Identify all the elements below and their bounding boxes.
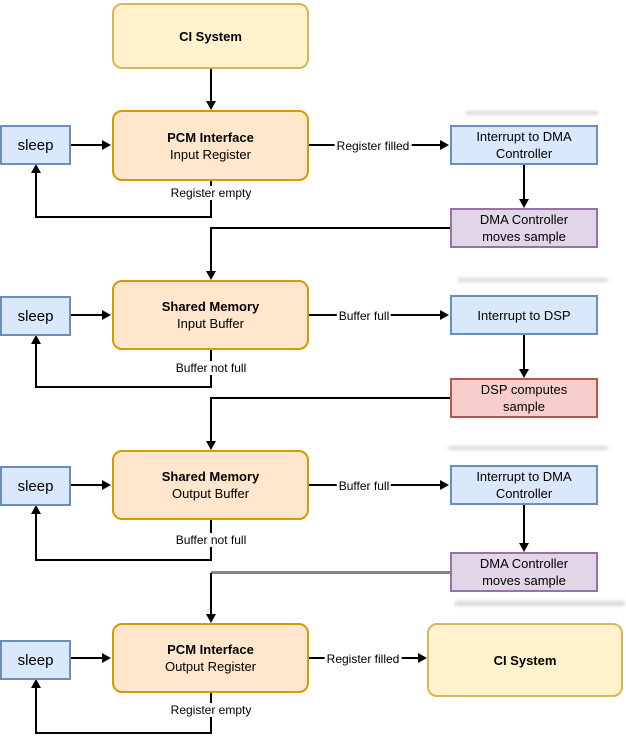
node-label: sleep	[17, 136, 54, 154]
node-line1: Interrupt to DMA	[476, 469, 572, 484]
node-line2: moves sample	[482, 229, 566, 244]
edge-register-empty-1-v2	[35, 173, 37, 217]
node-dma-controller-moves-sample-2: DMA Controller moves sample	[450, 552, 598, 592]
edge-register-empty-1-h	[35, 216, 212, 218]
arrowhead-up-icon	[31, 164, 41, 173]
edge-ci-to-pcm-input-line	[210, 69, 212, 102]
edge-dma-moves2-to-pcm-output-vline	[210, 573, 212, 614]
node-interrupt-to-dsp: Interrupt to DSP	[450, 295, 598, 335]
node-line2: moves sample	[482, 573, 566, 588]
edge-label-buffer-not-full-2: Buffer not full	[173, 533, 249, 547]
node-dma-controller-moves-sample-1: DMA Controller moves sample	[450, 208, 598, 248]
node-line2: Controller	[495, 486, 553, 501]
arrowhead-right-icon	[418, 653, 427, 663]
node-sleep-4: sleep	[0, 640, 71, 680]
node-dsp-computes-sample: DSP computes sample	[450, 378, 598, 418]
node-label: sleep	[17, 307, 54, 325]
node-label: CI System	[179, 28, 242, 44]
node-ci-system-top: CI System	[112, 3, 309, 69]
node-shared-memory-output-buffer: Shared Memory Output Buffer	[112, 450, 309, 520]
edge-label-register-empty-1: Register empty	[168, 186, 254, 200]
node-subtitle: Output Register	[164, 659, 257, 674]
edge-label-register-filled-1: Register filled	[334, 139, 412, 153]
arrowhead-right-icon	[440, 140, 449, 150]
node-title: Shared Memory	[161, 469, 260, 484]
node-subtitle: Output Buffer	[171, 486, 250, 501]
node-interrupt-to-dma-controller-1: Interrupt to DMA Controller	[450, 125, 598, 165]
node-label: sleep	[17, 651, 54, 669]
edge-buffer-not-full-2-v2	[35, 514, 37, 561]
node-sleep-3: sleep	[0, 466, 71, 506]
node-label: CI System	[493, 652, 557, 668]
edge-interrupt-dma1-to-dma-moves1-line	[523, 165, 525, 200]
edge-buffer-not-full-2-h	[35, 559, 212, 561]
arrowhead-down-icon	[519, 543, 529, 552]
arrowhead-up-icon	[31, 505, 41, 514]
edge-interrupt-dma2-to-dma-moves2-line	[523, 505, 525, 543]
arrowhead-down-icon	[206, 271, 216, 280]
node-subtitle: Input Register	[170, 146, 251, 162]
arrowhead-down-icon	[206, 441, 216, 450]
node-sleep-2: sleep	[0, 296, 71, 336]
edge-dma-moves2-to-pcm-output-hline	[211, 571, 450, 574]
edge-label-buffer-full-1: Buffer full	[336, 309, 392, 323]
edge-buffer-not-full-1-h	[35, 386, 212, 388]
node-label: sleep	[17, 477, 54, 495]
edge-register-empty-2-v2	[35, 688, 37, 734]
node-label: Interrupt to DSP	[477, 307, 571, 323]
edge-sleep4-to-pcm-output-line	[71, 657, 103, 659]
node-line1: DMA Controller	[479, 212, 569, 227]
node-sleep-1: sleep	[0, 125, 71, 165]
node-title: PCM Interface	[167, 642, 254, 657]
node-line2: Controller	[495, 146, 553, 161]
arrowhead-down-icon	[519, 199, 529, 208]
node-shared-memory-input-buffer: Shared Memory Input Buffer	[112, 280, 309, 350]
ghost-smudge-3	[448, 446, 608, 450]
arrowhead-right-icon	[102, 140, 111, 150]
arrowhead-right-icon	[102, 480, 111, 490]
arrowhead-right-icon	[102, 653, 111, 663]
edge-label-register-empty-2: Register empty	[168, 703, 254, 717]
ghost-smudge-4	[455, 601, 625, 606]
arrowhead-down-icon	[206, 614, 216, 623]
edge-dma-moves1-to-shared-input-vline	[210, 227, 212, 272]
arrowhead-up-icon	[31, 335, 41, 344]
edge-dsp-computes-to-shared-output-vline	[210, 397, 212, 442]
arrowhead-right-icon	[440, 480, 449, 490]
node-line1: DSP computes	[480, 382, 568, 397]
edge-label-register-filled-2: Register filled	[324, 652, 402, 666]
node-line1: Interrupt to DMA	[476, 129, 572, 144]
edge-dma-moves1-to-shared-input-hline	[211, 227, 450, 229]
node-subtitle: Input Buffer	[177, 316, 244, 331]
edge-label-buffer-full-2: Buffer full	[336, 479, 392, 493]
node-pcm-interface-output-register: PCM Interface Output Register	[112, 623, 309, 693]
edge-sleep3-to-shared-output-line	[71, 484, 103, 486]
node-line2: sample	[503, 399, 545, 414]
ghost-smudge-1	[466, 111, 598, 115]
arrowhead-right-icon	[440, 310, 449, 320]
node-line1: DMA Controller	[479, 556, 569, 571]
edge-dsp-computes-to-shared-output-hline	[211, 397, 450, 399]
arrowhead-down-icon	[206, 101, 216, 110]
arrowhead-down-icon	[519, 369, 529, 378]
node-title: Shared Memory	[161, 299, 260, 314]
edge-label-buffer-not-full-1: Buffer not full	[173, 361, 249, 375]
arrowhead-right-icon	[102, 310, 111, 320]
edge-sleep1-to-pcm-input-line	[71, 144, 103, 146]
edge-sleep2-to-shared-input-line	[71, 314, 103, 316]
edge-register-empty-2-h	[35, 732, 212, 734]
arrowhead-up-icon	[31, 679, 41, 688]
node-title: PCM Interface	[167, 129, 254, 145]
edge-interrupt-dsp-to-dsp-computes-line	[523, 335, 525, 370]
ghost-smudge-2	[458, 278, 608, 282]
node-interrupt-to-dma-controller-2: Interrupt to DMA Controller	[450, 465, 598, 505]
node-pcm-interface-input-register: PCM Interface Input Register	[112, 110, 309, 181]
node-ci-system-bottom: CI System	[427, 623, 623, 697]
edge-buffer-not-full-1-v2	[35, 344, 37, 387]
